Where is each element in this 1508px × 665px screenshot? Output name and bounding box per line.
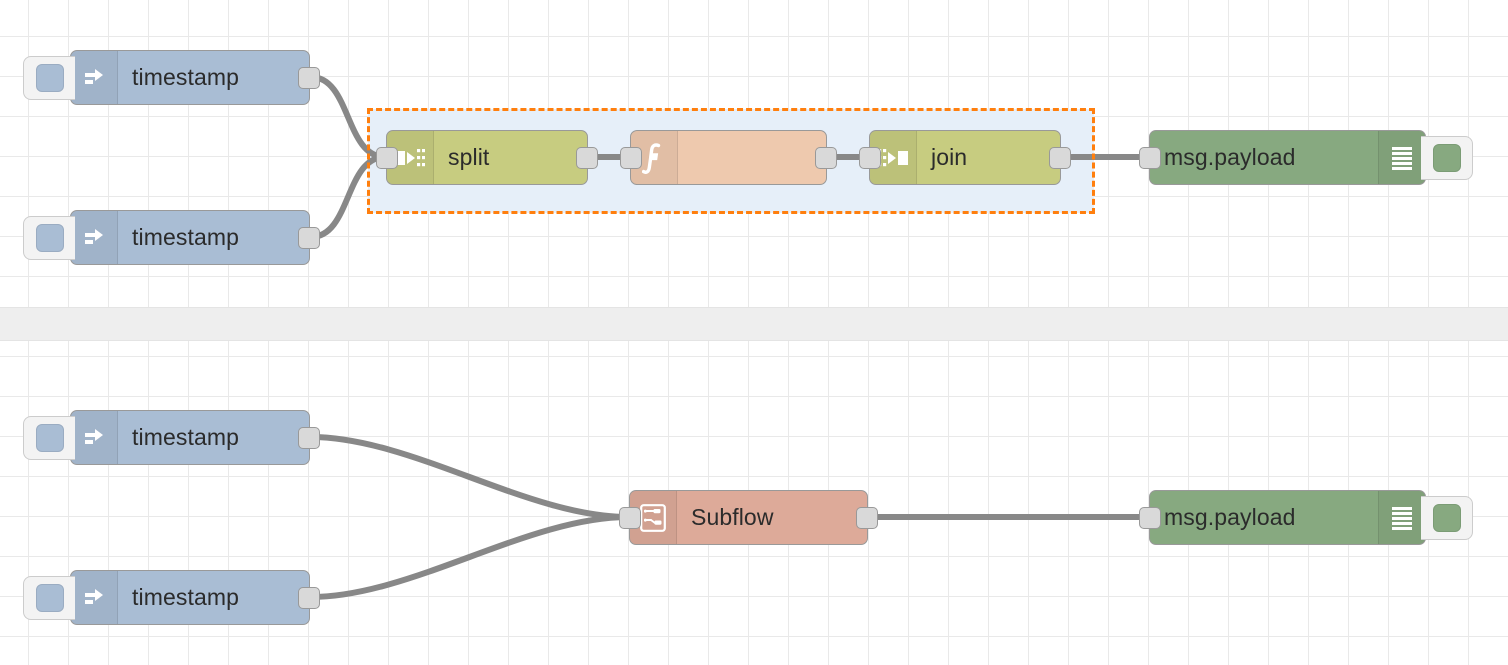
node-label: join <box>931 144 968 170</box>
node-debug-1[interactable]: msg.payload <box>1139 130 1473 185</box>
debug-toggle-button[interactable] <box>1421 495 1473 540</box>
output-port[interactable] <box>298 586 320 609</box>
inject-button-square <box>35 583 64 612</box>
node-label: timestamp <box>132 584 239 610</box>
inject-button[interactable] <box>23 415 75 460</box>
output-port[interactable] <box>298 426 320 449</box>
input-port[interactable] <box>1139 146 1161 169</box>
node-label: msg.payload <box>1164 504 1296 530</box>
output-port[interactable] <box>298 226 320 249</box>
input-port[interactable] <box>619 506 641 529</box>
node-inject-timestamp-1[interactable]: timestamp <box>23 50 320 105</box>
arrow-right-icon <box>71 411 118 464</box>
wire-inject3-subflow <box>308 434 631 520</box>
node-debug-2[interactable]: msg.payload <box>1139 490 1473 545</box>
debug-toggle-square <box>1432 503 1461 532</box>
flow-separator-line-bottom <box>0 340 1508 341</box>
output-port[interactable] <box>576 146 598 169</box>
inject-button[interactable] <box>23 575 75 620</box>
node-label: timestamp <box>132 224 239 250</box>
debug-toggle-square <box>1432 143 1461 172</box>
inject-button-square <box>35 423 64 452</box>
input-port[interactable] <box>620 146 642 169</box>
input-port[interactable] <box>376 146 398 169</box>
debug-lines-icon <box>1378 131 1425 184</box>
flow-separator-line-top <box>0 307 1508 308</box>
input-port[interactable] <box>859 146 881 169</box>
input-port[interactable] <box>1139 506 1161 529</box>
node-split[interactable]: split <box>376 130 598 185</box>
inject-button[interactable] <box>23 215 75 260</box>
node-join[interactable]: join <box>859 130 1071 185</box>
output-port[interactable] <box>298 66 320 89</box>
arrow-right-icon <box>71 51 118 104</box>
output-port[interactable] <box>1049 146 1071 169</box>
node-inject-timestamp-2[interactable]: timestamp <box>23 210 320 265</box>
node-label <box>678 131 826 184</box>
node-label: timestamp <box>132 64 239 90</box>
wire-inject4-subflow <box>308 514 631 600</box>
output-port[interactable] <box>815 146 837 169</box>
node-subflow[interactable]: Subflow <box>619 490 878 545</box>
arrow-right-icon <box>71 211 118 264</box>
node-label: split <box>448 144 490 170</box>
node-label: Subflow <box>691 504 774 530</box>
debug-toggle-button[interactable] <box>1421 135 1473 180</box>
inject-button-square <box>35 223 64 252</box>
node-inject-timestamp-4[interactable]: timestamp <box>23 570 320 625</box>
debug-lines-icon <box>1378 491 1425 544</box>
arrow-right-icon <box>71 571 118 624</box>
inject-button[interactable] <box>23 55 75 100</box>
flow-separator-band <box>0 308 1508 340</box>
node-label: timestamp <box>132 424 239 450</box>
node-inject-timestamp-3[interactable]: timestamp <box>23 410 320 465</box>
inject-button-square <box>35 63 64 92</box>
node-label: msg.payload <box>1164 144 1296 170</box>
node-function[interactable] <box>620 130 837 185</box>
output-port[interactable] <box>856 506 878 529</box>
